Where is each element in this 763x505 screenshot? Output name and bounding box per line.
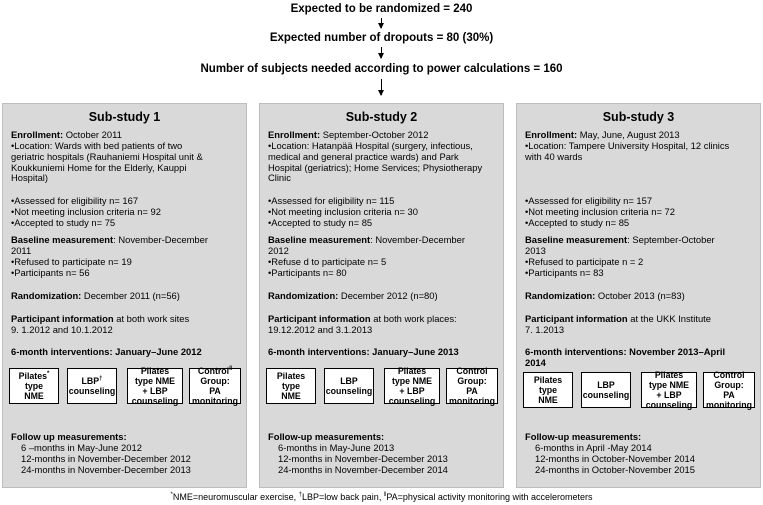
lbp-counseling-box: LBP†counseling: [67, 368, 117, 404]
enrollment: Enrollment: September-October 2012: [268, 129, 429, 140]
baseline-refused: •Refuse d to participate n= 5: [268, 256, 387, 267]
randomization: Randomization: December 2011 (n=56): [11, 290, 180, 301]
follow-up-line: 24-months in October-November 2015: [535, 463, 695, 475]
panel-title: Sub-study 3: [602, 110, 675, 124]
baseline-year: 2011: [11, 245, 32, 256]
eligibility-line: •Accepted to study n= 75: [11, 216, 116, 228]
follow-up-line: 6-months in April -May 2014: [535, 442, 652, 453]
follow-up-line: 12-months in November-December 2013: [278, 452, 448, 464]
panel-title: Sub-study 1: [88, 110, 161, 124]
location-line: •Location: Wards with bed patients of tw…: [11, 140, 183, 151]
eligibility-line: •Not meeting inclusion criteria n= 92: [11, 205, 161, 217]
baseline-measurement: Baseline measurement: November-December: [268, 234, 465, 245]
eligibility-line: •Accepted to study n= 85: [525, 216, 630, 228]
baseline-participants: •Participants n= 83: [525, 267, 604, 278]
baseline-year: 2012: [268, 245, 289, 256]
follow-up-line: 12-months in November-December 2012: [21, 452, 191, 464]
follow-up-line: 6 –months in May-June 2012: [21, 442, 142, 453]
baseline-refused: •Refused to participate n = 2: [525, 256, 644, 267]
follow-up-line: 24-months in November-December 2014: [278, 463, 448, 475]
baseline-participants: •Participants n= 56: [11, 267, 90, 278]
subjects-needed: Number of subjects needed according to p…: [200, 63, 563, 75]
follow-up-heading: Follow-up measurements:: [525, 431, 642, 442]
participant-information: Participant information at the UKK Insti…: [525, 313, 712, 324]
participant-information: Participant information at both work sit…: [11, 313, 190, 324]
location-line: Hospital): [11, 172, 48, 184]
interventions-heading: 6-month interventions: January–June 2013: [268, 346, 459, 357]
interventions-heading: 6-month interventions: November 2013–Apr…: [525, 346, 726, 357]
location-line: geriatric hospitals (Rauhaniemi Hospital…: [11, 150, 203, 162]
baseline-measurement: Baseline measurement: September-October: [525, 234, 715, 245]
interventions-heading-cont: 2014: [525, 357, 546, 368]
interventions-heading: 6-month interventions: January–June 2012: [11, 346, 202, 357]
sub-study-3-panel: Sub-study 3 Enrollment: May, June, August…: [516, 103, 761, 488]
follow-up-line: 12-months in October-November 2014: [535, 452, 695, 464]
eligibility-line: •Not meeting inclusion criteria n= 30: [268, 205, 418, 217]
eligibility-line: •Assessed for eligibility n= 167: [11, 195, 139, 206]
baseline-participants: •Participants n= 80: [268, 267, 347, 278]
location-line: medical and general practice wards) and …: [268, 150, 459, 162]
footnote: *NME=neuromuscular exercise, †LBP=low ba…: [170, 492, 593, 502]
follow-up-line: 6-months in May-June 2013: [278, 442, 395, 453]
location-line: Hospital (geriatrics); Home Services; Ph…: [268, 161, 483, 173]
panel-title: Sub-study 2: [345, 110, 418, 124]
arrow-down-icon: [378, 18, 384, 29]
follow-up-heading: Follow-up measurements:: [268, 431, 385, 442]
eligibility-line: •Accepted to study n= 85: [268, 216, 373, 228]
arrow-down-icon: [378, 47, 384, 59]
eligibility-line: •Assessed for eligibility n= 115: [268, 195, 395, 206]
sub-study-2-panel: Sub-study 2 Enrollment: September-October…: [259, 103, 504, 488]
participant-information-dates: 7. 1.2013: [525, 324, 565, 335]
participant-information: Participant information at both work pla…: [268, 313, 457, 324]
enrollment: Enrollment: October 2011: [11, 129, 122, 140]
eligibility-line: •Assessed for eligibility n= 157: [525, 195, 653, 206]
follow-up-line: 24-months in November-December 2013: [21, 463, 191, 475]
enrollment: Enrollment: May, June, August 2013: [525, 129, 680, 140]
expected-dropouts: Expected number of dropouts = 80 (30%): [269, 32, 494, 44]
baseline-measurement: Baseline measurement: November-December: [11, 234, 208, 245]
follow-up-heading: Follow up measurements:: [11, 431, 127, 442]
randomization: Randomization: October 2013 (n=83): [525, 290, 685, 301]
randomization: Randomization: December 2012 (n=80): [268, 290, 438, 301]
arrow-down-icon: [378, 79, 384, 96]
sub-study-1-panel: Sub-study 1 Enrollment: October 2011•Loca…: [2, 103, 247, 488]
location-line: •Location: Hatanpää Hospital (surgery, i…: [268, 140, 473, 151]
baseline-year: 2013: [525, 245, 546, 256]
participant-information-dates: 19.12.2012 and 3.1.2013: [268, 324, 373, 335]
baseline-refused: •Refused to participate n= 19: [11, 256, 132, 267]
location-line: Clinic: [268, 172, 291, 184]
participant-information-dates: 9. 1.2012 and 10.1.2012: [11, 324, 113, 335]
expected-randomized: Expected to be randomized = 240: [290, 3, 473, 15]
location-line: •Location: Tampere University Hospital, …: [525, 140, 730, 151]
location-line: with 40 wards: [525, 150, 583, 162]
eligibility-line: •Not meeting inclusion criteria n= 72: [525, 205, 675, 217]
location-line: Koukkuniemi Home for the Elderly, Kauppi: [11, 161, 187, 173]
